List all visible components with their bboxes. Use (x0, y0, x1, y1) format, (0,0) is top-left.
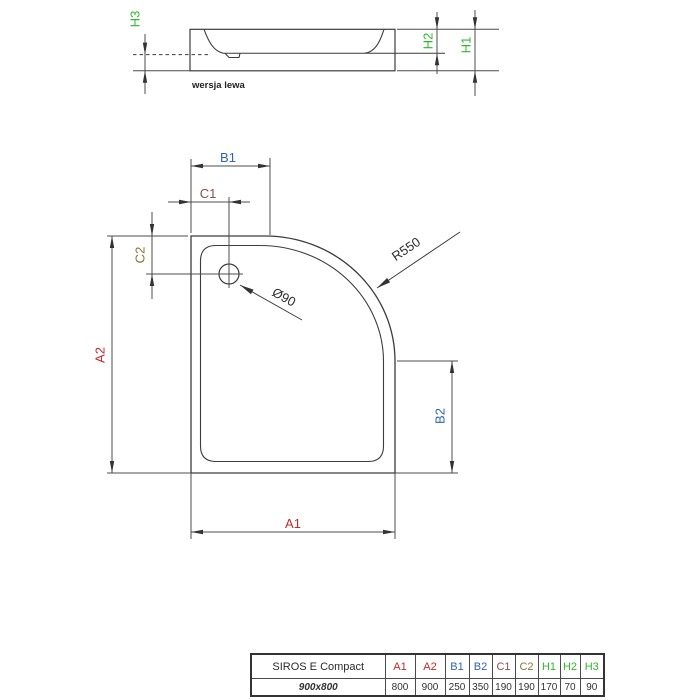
radius-annotation-label: R550 (389, 234, 423, 264)
side-view-outline (189, 28, 396, 72)
c2-dimension-label: C2 (133, 247, 148, 264)
plan-inner-outline (199, 244, 385, 463)
side-view-caption: wersja lewa (191, 80, 246, 91)
drain-centerlines (146, 197, 243, 288)
plan-extension-lines (107, 158, 458, 539)
size-label: 900x800 (250, 678, 386, 697)
b2-dimension-label: B2 (433, 408, 448, 424)
value-h1: 170 (537, 678, 561, 697)
header-a2: A2 (414, 653, 446, 679)
value-c2: 190 (514, 678, 539, 697)
a2-dimension-label: A2 (93, 347, 108, 363)
plan-outer-outline (190, 235, 396, 474)
h1-dimension-label: H1 (459, 37, 474, 54)
h3-dimension-label: H3 (128, 11, 143, 28)
header-a1: A1 (384, 653, 416, 679)
value-h2: 70 (559, 678, 581, 697)
side-view: H3 H2 H1 wersja lewa (128, 10, 499, 96)
c1-dimension-label: C1 (200, 186, 217, 201)
side-view-extension-lines (133, 28, 499, 72)
product-name: SIROS E Compact (250, 653, 386, 679)
value-c1: 190 (491, 678, 516, 697)
header-h3: H3 (579, 653, 605, 679)
value-b1: 250 (444, 678, 470, 697)
h2-dimension-label: H2 (421, 33, 436, 50)
header-c2: C2 (514, 653, 539, 679)
header-h2: H2 (559, 653, 581, 679)
spec-table-header-row: SIROS E Compact A1 A2 B1 B2 C1 C2 H1 H2 … (250, 653, 605, 679)
header-b2: B2 (468, 653, 493, 679)
header-c1: C1 (491, 653, 516, 679)
value-b2: 350 (468, 678, 493, 697)
value-h3: 90 (579, 678, 605, 697)
radius-leader-line (376, 231, 461, 289)
side-view-inner-profile (203, 29, 385, 59)
shower-tray-drawing: H3 H2 H1 wersja lewa B1 C1 C2 A2 A1 B2 R… (93, 10, 499, 539)
b1-dimension-label: B1 (220, 150, 236, 165)
header-h1: H1 (537, 653, 561, 679)
header-b1: B1 (444, 653, 470, 679)
spec-table-value-row: 900x800 800 900 250 350 190 190 170 70 9… (250, 678, 605, 697)
a1-dimension-label: A1 (285, 516, 301, 531)
plan-view: B1 C1 C2 A2 A1 B2 R550 Ø90 (93, 150, 461, 539)
plan-dimension-lines (111, 165, 453, 533)
spec-table: SIROS E Compact A1 A2 B1 B2 C1 C2 H1 H2 … (250, 653, 605, 697)
value-a2: 900 (414, 678, 446, 697)
value-a1: 800 (384, 678, 416, 697)
